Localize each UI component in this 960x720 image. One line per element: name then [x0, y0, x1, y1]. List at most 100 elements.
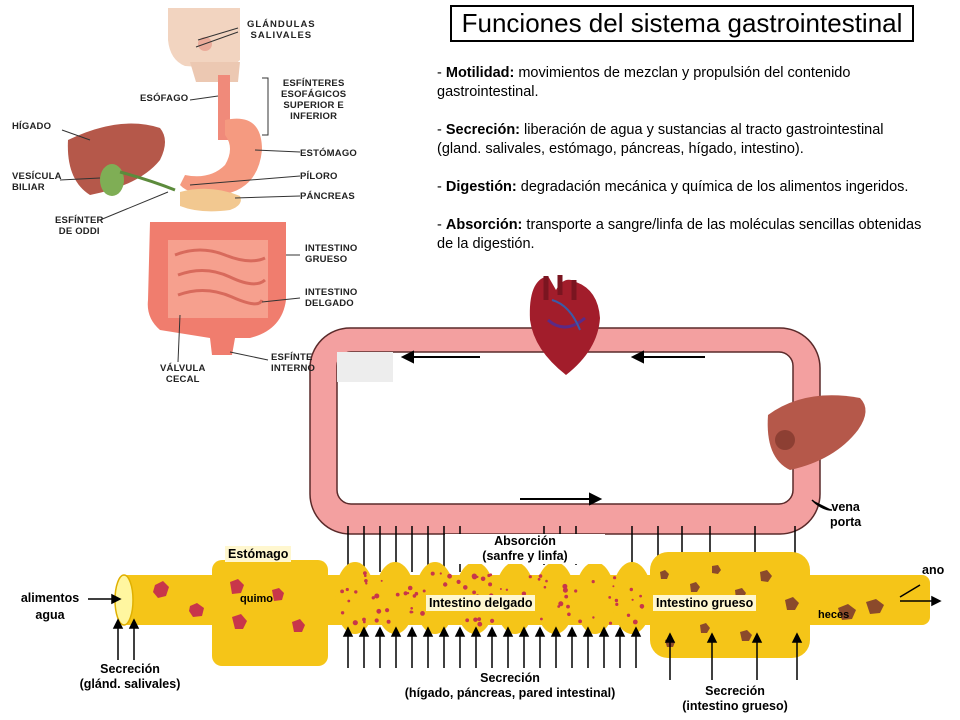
- stomach-shape: [180, 118, 262, 196]
- function-text: movimientos de mezclan y propulsión del …: [437, 65, 851, 100]
- secretion-arrow-head: [550, 626, 562, 637]
- gallbladder-shape: [100, 164, 124, 196]
- label-gallbladder: VESÍCULA BILIAR: [12, 171, 62, 193]
- chyme-dot: [545, 579, 548, 583]
- chyme-dot: [499, 588, 502, 590]
- secretion-arrows: [112, 618, 803, 680]
- chyme-dot: [615, 602, 619, 607]
- label-pylorus: PÍLORO: [300, 171, 338, 182]
- feces-particles: [660, 565, 884, 647]
- label-esophagus: ESÓFAGO: [140, 93, 189, 104]
- label-liver: HÍGADO: [12, 121, 52, 132]
- secretion-arrow-head: [406, 626, 418, 637]
- portal-liver-illustration: [767, 395, 866, 470]
- label-cecal-valve: VÁLVULA CECAL: [160, 363, 206, 385]
- secretion-arrow-head: [358, 626, 370, 637]
- chyme-dot: [562, 583, 568, 589]
- chyme-dot: [608, 621, 613, 625]
- function-digestion: - Digestión: degradación mecánica y quím…: [437, 179, 909, 195]
- secretion-arrow-head: [614, 626, 626, 637]
- chyme-dot: [632, 619, 638, 625]
- chyme-dot: [363, 571, 367, 575]
- label-large-intestine-segment: Intestino grueso: [653, 595, 757, 611]
- label-pancreas: PÁNCREAS: [300, 191, 355, 202]
- chyme-dot: [639, 594, 642, 598]
- chyme-dot: [352, 620, 358, 626]
- chyme-dot: [376, 608, 382, 614]
- chyme-dot: [631, 598, 634, 601]
- liver-shape: [67, 123, 165, 195]
- heart-illustration: [529, 275, 600, 375]
- chyme-dot: [592, 616, 595, 619]
- chyme-dot: [409, 610, 413, 614]
- secretion-arrow-head: [486, 626, 498, 637]
- chyme-dot: [490, 618, 495, 624]
- secretion-arrow-head: [566, 626, 578, 637]
- chyme-dot: [640, 606, 644, 609]
- chyme-dot: [374, 618, 379, 623]
- label-large-intestine: INTESTINO GRUESO: [305, 243, 358, 265]
- label-oddi: ESFÍNTER DE ODDI: [55, 215, 104, 237]
- passage-arrows: [88, 584, 942, 607]
- chyme-dot: [562, 587, 568, 593]
- chyme-dot: [567, 612, 571, 617]
- chyme-dot: [374, 593, 380, 599]
- chyme-dot: [480, 576, 486, 582]
- secretion-arrow-head: [342, 626, 354, 637]
- chyme-dot: [414, 591, 419, 596]
- label-absorption: Absorción (sanfre y linfa): [445, 534, 605, 564]
- chyme-dot: [614, 598, 619, 603]
- secretion-arrow-head: [470, 626, 482, 637]
- chyme-dot: [365, 582, 368, 585]
- secretion-arrow-head: [422, 626, 434, 637]
- secretion-arrow-head: [630, 626, 642, 637]
- chyme-dot: [420, 611, 425, 616]
- chyme-dot: [386, 619, 391, 624]
- chyme-dot: [471, 573, 477, 579]
- chyme-dot: [364, 579, 368, 583]
- secretion-arrow-head: [438, 626, 450, 637]
- label-small-intestine-segment: Intestino delgado: [426, 595, 536, 611]
- chyme-dot: [410, 607, 414, 610]
- chyme-dot: [540, 617, 543, 621]
- chyme-dot: [558, 601, 564, 607]
- chyme-dot: [407, 592, 410, 595]
- chyme-dot: [422, 589, 426, 593]
- chyme-dot: [528, 575, 532, 579]
- function-term: Absorción:: [445, 217, 523, 233]
- chyme-dot: [629, 587, 633, 592]
- chyme-dot: [385, 608, 390, 613]
- chyme-dot: [447, 573, 452, 579]
- function-term: Secreción:: [445, 122, 521, 138]
- label-sphincters: ESFÍNTERES ESOFÁGICOS SUPERIOR E INFERIO…: [281, 78, 347, 122]
- secretion-arrow-head: [518, 626, 530, 637]
- label-secretion-large: Secreción (intestino grueso): [682, 684, 788, 713]
- chyme-dot: [521, 591, 527, 596]
- chyme-dot: [362, 620, 366, 624]
- chyme-dot: [403, 591, 408, 596]
- function-term: Motilidad:: [445, 65, 515, 81]
- secretion-arrow-head: [534, 626, 546, 637]
- secretion-arrow-head: [502, 626, 514, 637]
- food-particles: [153, 579, 305, 632]
- secretion-arrow-head: [390, 626, 402, 637]
- chyme-dot: [578, 619, 582, 624]
- chyme-dot: [472, 590, 476, 595]
- function-text: transporte a sangre/linfa de las molécul…: [437, 217, 922, 252]
- label-small-intestine: INTESTINO DELGADO: [305, 287, 358, 309]
- chyme-dot: [465, 618, 470, 623]
- chyme-dot: [443, 582, 448, 587]
- chyme-dot: [380, 579, 383, 582]
- chyme-dot: [439, 572, 442, 575]
- chyme-dot: [354, 590, 358, 594]
- function-term: Digestión:: [445, 179, 517, 195]
- anatomy-leader-lines: [59, 27, 301, 363]
- secretion-arrow-head: [582, 626, 594, 637]
- page-title: Funciones del sistema gastrointestinal: [450, 5, 914, 42]
- chyme-dot: [362, 617, 366, 622]
- anatomy-illustration: [59, 8, 301, 363]
- chyme-dot: [473, 617, 478, 622]
- small-intestine-coils: [174, 248, 267, 306]
- label-salivary-glands: GLÁNDULAS SALIVALES: [247, 19, 316, 41]
